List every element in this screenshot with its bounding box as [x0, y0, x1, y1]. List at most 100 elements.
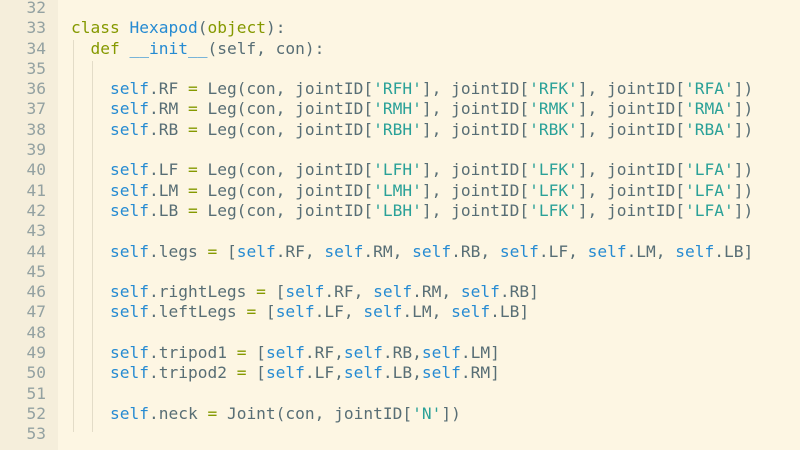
code-token: def	[90, 38, 130, 58]
code-token: [	[265, 282, 286, 302]
code-token: .RB,	[451, 241, 500, 261]
line-number: 46	[26, 282, 47, 302]
code-token: 'LMH'	[373, 180, 422, 200]
code-token	[71, 282, 110, 301]
code-token: Leg(con, jointID[	[197, 119, 374, 139]
line-number: 39	[26, 140, 47, 160]
code-token: =	[207, 403, 218, 423]
code-token: Leg(con, jointID[	[197, 79, 374, 99]
code-token: ], jointID[	[421, 160, 530, 180]
code-line[interactable]: 42 self.LB = Leg(con, jointID['LBH'], jo…	[0, 201, 800, 221]
code-text: self.RB = Leg(con, jointID['RBH'], joint…	[71, 120, 753, 140]
code-token: ])	[733, 119, 754, 139]
code-line[interactable]: 38 self.RB = Leg(con, jointID['RBH'], jo…	[0, 120, 800, 140]
code-line[interactable]: 41 self.LM = Leg(con, jointID['LMH'], jo…	[0, 181, 800, 201]
line-number: 38	[26, 119, 47, 139]
code-token: ], jointID[	[421, 119, 530, 139]
code-token: (	[197, 18, 208, 38]
code-line[interactable]: 46 self.rightLegs = [self.RF, self.RM, s…	[0, 282, 800, 302]
code-token: [	[256, 302, 276, 322]
code-token: 'LFK'	[529, 160, 578, 180]
code-token: self	[451, 302, 491, 322]
code-token: =	[187, 180, 198, 200]
line-number: 41	[26, 180, 47, 200]
code-line[interactable]: 47 self.leftLegs = [self.LF, self.LM, se…	[0, 302, 800, 322]
code-line[interactable]: 32	[0, 0, 800, 18]
line-number: 49	[26, 343, 47, 363]
code-text: self.leftLegs = [self.LF, self.LM, self.…	[71, 302, 529, 322]
code-token: 'RMK'	[529, 99, 578, 119]
code-token: .LF	[148, 160, 188, 180]
code-token: =	[236, 343, 247, 363]
code-token: =	[187, 79, 198, 99]
code-line[interactable]: 37 self.RM = Leg(con, jointID['RMH'], jo…	[0, 99, 800, 119]
code-token: .LB	[148, 200, 188, 220]
code-line[interactable]: 39	[0, 140, 800, 160]
code-token: .RF,	[324, 282, 374, 302]
code-token: ):	[265, 18, 286, 38]
code-text: self.rightLegs = [self.RF, self.RM, self…	[71, 282, 539, 302]
code-token: =	[187, 99, 198, 119]
line-number: 45	[26, 261, 47, 281]
code-token: 'LFA'	[685, 200, 734, 220]
code-token: self	[499, 241, 539, 261]
code-line[interactable]: 45	[0, 262, 800, 282]
code-token: .RM,	[363, 241, 413, 261]
line-number: 42	[26, 200, 47, 220]
code-token: .tripod2	[148, 363, 237, 383]
code-line[interactable]: 50 self.tripod2 = [self.LF,self.LB,self.…	[0, 363, 800, 383]
code-token: self	[421, 363, 461, 383]
code-token: .tripod1	[148, 343, 237, 363]
code-line[interactable]: 44 self.legs = [self.RF, self.RM, self.R…	[0, 242, 800, 262]
code-text: self.legs = [self.RF, self.RM, self.RB, …	[71, 242, 753, 262]
code-line[interactable]: 36 self.RF = Leg(con, jointID['RFH'], jo…	[0, 79, 800, 99]
code-token: .LM,	[626, 241, 676, 261]
code-line[interactable]: 52 self.neck = Joint(con, jointID['N'])	[0, 404, 800, 424]
code-token: self	[675, 241, 715, 261]
line-number: 36	[26, 79, 47, 99]
code-line[interactable]: 40 self.LF = Leg(con, jointID['LFH'], jo…	[0, 160, 800, 180]
code-token: self	[275, 302, 315, 322]
code-line[interactable]: 53	[0, 424, 800, 444]
code-line[interactable]: 49 self.tripod1 = [self.RF,self.RB,self.…	[0, 343, 800, 363]
code-line[interactable]: 35	[0, 59, 800, 79]
code-token: ])	[733, 99, 754, 119]
code-token: .LF,	[538, 241, 588, 261]
code-token: self	[109, 180, 149, 200]
code-token: .RB	[148, 119, 188, 139]
code-token: __init__	[129, 38, 208, 58]
code-line[interactable]: 34 def __init__(self, con):	[0, 39, 800, 59]
code-token: ])	[733, 200, 754, 220]
code-token: self	[460, 282, 500, 302]
code-line[interactable]: 43	[0, 221, 800, 241]
code-line[interactable]: 51	[0, 384, 800, 404]
line-number: 35	[26, 58, 47, 78]
code-token: 'LFA'	[685, 180, 734, 200]
code-token: ], jointID[	[421, 99, 530, 119]
code-token: class	[71, 18, 130, 38]
code-token: self	[109, 343, 149, 363]
code-token: ], jointID[	[577, 99, 686, 119]
code-token: self	[109, 160, 149, 180]
line-number: 52	[26, 403, 47, 423]
code-token: self	[109, 363, 149, 383]
code-token: .LB]	[714, 241, 754, 261]
code-text: self.tripod1 = [self.RF,self.RB,self.LM]	[71, 343, 500, 363]
code-token	[71, 302, 110, 321]
line-number: 47	[26, 302, 47, 322]
code-token: .LF,	[314, 302, 364, 322]
code-token	[71, 160, 110, 179]
code-token: .neck	[148, 403, 208, 423]
code-token: self	[109, 79, 149, 99]
code-token	[71, 181, 110, 200]
code-token	[71, 120, 110, 139]
code-token	[71, 39, 91, 58]
code-line[interactable]: 48	[0, 323, 800, 343]
code-token: 'LFK'	[529, 180, 578, 200]
code-token	[71, 343, 110, 362]
code-token: self	[363, 302, 403, 322]
code-token: 'LBH'	[373, 200, 422, 220]
